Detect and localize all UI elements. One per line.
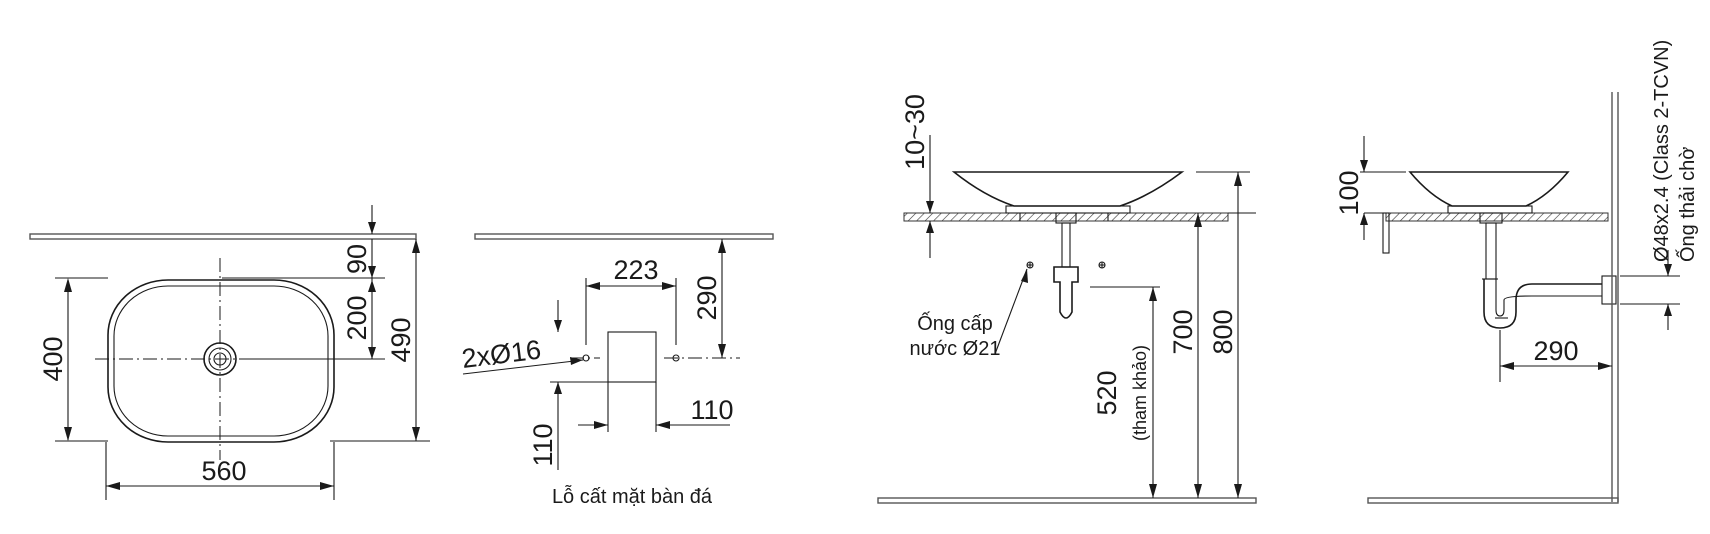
arrow (368, 280, 376, 292)
p-trap-bend (1483, 279, 1517, 329)
basin-bowl-side (1408, 171, 1570, 207)
basin-base-front (1005, 205, 1131, 214)
supply-label-line1: Ống cấp (917, 311, 993, 335)
arrow (412, 427, 420, 441)
dim-700-label: 700 (1168, 309, 1198, 354)
arrow (64, 278, 72, 292)
supply-label-line2: nước Ø21 (910, 338, 1001, 360)
counter-top-edge-2 (474, 233, 774, 240)
arrow (1234, 172, 1242, 186)
arrow (554, 382, 562, 394)
arrow (1149, 287, 1157, 301)
siphon-front (1053, 266, 1079, 319)
dim-490-label: 490 (386, 317, 416, 362)
arrow (64, 427, 72, 441)
drain-tail-side (1485, 222, 1497, 280)
arrow (718, 239, 726, 253)
dim-10-30-label: 10~30 (900, 94, 930, 170)
wall-flange (1601, 275, 1617, 305)
top-view: 400 560 90 200 490 (29, 205, 430, 500)
reference-label: (tham khảo) (1130, 345, 1150, 441)
dim-290b-label: 290 (1533, 336, 1578, 366)
basin-base-side (1447, 205, 1533, 214)
arrow (586, 282, 600, 290)
arrow (106, 482, 120, 490)
supply-hole-left (1026, 261, 1034, 269)
arrow (1360, 213, 1368, 225)
arrow (926, 221, 934, 233)
cutout-caption: Lỗ cất mặt bàn đá (552, 485, 713, 508)
dim-400-label: 400 (38, 336, 68, 381)
arrow (1664, 304, 1672, 316)
counter-top-edge-1 (29, 233, 417, 240)
drain-pipe-name: Ống thải chờ (1675, 147, 1699, 262)
dim-800-label: 800 (1208, 309, 1238, 354)
arrow (662, 282, 676, 290)
arrow (718, 344, 726, 358)
arrow (554, 320, 562, 332)
cutout-rect (607, 331, 657, 383)
dim-110v-label: 110 (528, 423, 558, 466)
arrow (1194, 484, 1202, 498)
drain-middle-circle (208, 347, 232, 371)
arrow (1664, 264, 1672, 276)
dim-223-label: 223 (613, 255, 658, 285)
arrow (594, 421, 608, 429)
supply-hole-right (1098, 261, 1106, 269)
trap-arm-bottom (1503, 295, 1602, 301)
dim-110h-label: 110 (690, 395, 733, 425)
arrow (1149, 484, 1157, 498)
floor-line-2 (1367, 497, 1619, 504)
counter-section-1 (903, 212, 1229, 222)
arrow (926, 201, 934, 213)
floor-line-1 (877, 497, 1257, 504)
arrow (1500, 362, 1514, 370)
arrow (1234, 484, 1242, 498)
p-trap-inner (1495, 279, 1505, 317)
arrow (368, 222, 376, 234)
counter-section-2 (1385, 212, 1609, 222)
drain-inner-circle (213, 352, 227, 366)
side-section-view: 100 290 Ø48x2.4 (Class 2-TCVN) Ống thải … (1334, 40, 1699, 504)
supply-leader (994, 268, 1028, 355)
dim-200-label: 200 (342, 295, 372, 340)
arrow (656, 421, 670, 429)
trap-arm-top (1515, 283, 1602, 301)
dim-100-label: 100 (1334, 170, 1364, 215)
basin-outline-top (107, 279, 335, 443)
arrow (412, 239, 420, 253)
basin-inner-outline (113, 285, 329, 437)
drain-outer-circle (203, 342, 237, 376)
dim-290a-label: 290 (692, 275, 722, 320)
drain-tail (1061, 222, 1071, 268)
arrow (320, 482, 334, 490)
arrow (368, 347, 376, 359)
arrow (1021, 269, 1028, 283)
dim-520-label: 520 (1092, 370, 1122, 415)
leader-2x16 (462, 359, 584, 375)
front-section-view: 10~30 520 (tham khảo) 700 800 Ống cấp nư… (877, 94, 1257, 504)
dim-2x16-label: 2xØ16 (460, 334, 543, 373)
arrow (1598, 362, 1612, 370)
arrow (368, 266, 376, 278)
basin-bowl-front (951, 171, 1185, 207)
arrow (1360, 160, 1368, 172)
cutout-view: 223 290 2xØ16 110 110 Lỗ cất mặt bàn đá (460, 233, 774, 508)
dim-90-label: 90 (342, 244, 372, 274)
arrow (570, 357, 583, 365)
arrow (1194, 213, 1202, 227)
drain-pipe-spec: Ø48x2.4 (Class 2-TCVN) (1651, 40, 1673, 262)
dim-560-label: 560 (201, 456, 246, 486)
